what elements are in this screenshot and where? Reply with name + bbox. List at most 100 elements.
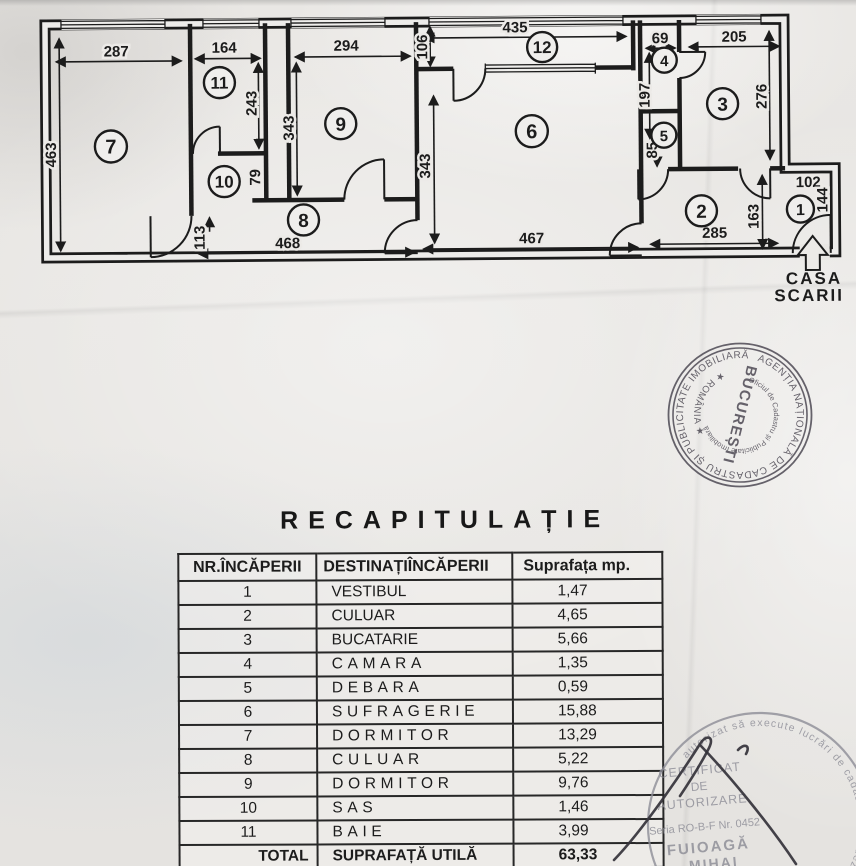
stamp-inner-ring [672, 347, 808, 483]
cell-dest: CAMARA [316, 651, 513, 677]
ancpi-stamp: AGENȚIA NAȚIONALĂ DE CADASTRU ȘI PUBLICI… [661, 334, 819, 493]
dimension-labels: 287 164 294 435 69 205 468 467 285 102 4… [40, 17, 834, 255]
casa-scarii-label-2: SCARII [774, 286, 844, 306]
cell-dest: DORMITOR [317, 723, 514, 749]
stamp-outer-ring [667, 342, 813, 488]
dim-163: 163 [745, 204, 762, 229]
room-number: 12 [533, 38, 552, 57]
dim-113: 113 [192, 226, 209, 250]
cell-nr: 5 [178, 676, 317, 702]
room-number: 6 [526, 121, 537, 143]
cell-dest: VESTIBUL [316, 579, 513, 605]
dim-164: 164 [212, 39, 238, 56]
room-label-10: 10 [207, 164, 241, 199]
room-number: 5 [660, 128, 668, 145]
room-number: 9 [335, 115, 346, 136]
window-strip [290, 17, 386, 29]
casa-scarii: CASA SCARII [774, 234, 844, 306]
cell-dest: CULUAR [316, 603, 513, 629]
cert-ring [646, 711, 856, 866]
cert-line2: DE [690, 779, 708, 794]
dim-294: 294 [334, 38, 360, 55]
window-strip [202, 18, 260, 29]
cell-nr: 6 [178, 700, 318, 726]
cell-nr: 4 [178, 652, 317, 678]
dim-435: 435 [502, 19, 527, 36]
dim-197: 197 [636, 83, 653, 108]
cert-line3: AUTORIZARE [657, 791, 748, 813]
header-nr: NR.ÎNCĂPERII [178, 553, 317, 582]
room-label-2: 2 [684, 194, 719, 228]
window-strip [695, 14, 762, 25]
cell-dest: SUFRAGERIE [316, 699, 514, 725]
room-number: 11 [210, 74, 228, 93]
room-number: 2 [696, 202, 707, 223]
room-label-12: 12 [525, 30, 559, 64]
room-number: 4 [660, 53, 669, 70]
cell-dest: SUPRAFAȚĂ UTILĂ [317, 843, 514, 866]
dim-343-room6: 343 [417, 153, 434, 178]
cell-mp: 5,66 [512, 626, 663, 652]
dim-285: 285 [702, 225, 727, 242]
cell-nr: TOTAL [179, 844, 318, 866]
cell-mp: 1,35 [512, 650, 663, 676]
cert-stamp: autorizat să execute lucrări de cadastru… [612, 708, 856, 866]
cell-dest: SAS [317, 795, 514, 821]
dim-144: 144 [814, 187, 831, 213]
room-label-8: 8 [286, 203, 321, 237]
room-label-7: 7 [93, 129, 129, 164]
cell-nr: 9 [179, 772, 318, 798]
cell-nr: 11 [179, 820, 318, 846]
dim-343-room9: 343 [281, 116, 298, 141]
cell-nr: 1 [178, 580, 317, 606]
room-number: 10 [215, 173, 234, 192]
room-label-4: 4 [650, 46, 678, 74]
casa-scarii-label-1: CASA [786, 269, 842, 288]
cell-mp: 4,65 [512, 602, 663, 628]
dim-79: 79 [247, 169, 264, 186]
windows [60, 14, 762, 75]
cell-nr: 2 [178, 604, 317, 630]
room-number: 1 [796, 202, 805, 219]
window-strip [60, 19, 166, 30]
dim-106: 106 [414, 34, 431, 59]
floor-plan: 287 164 294 435 69 205 468 467 285 102 4… [0, 0, 856, 315]
cell-dest: CULUAR [317, 747, 514, 773]
room-labels: 1 2 3 4 5 6 7 8 9 10 11 12 [93, 30, 816, 237]
header-suprafata: Suprafața mp. [512, 551, 663, 580]
dimension-lines [53, 25, 781, 260]
dim-287: 287 [104, 43, 129, 60]
page-title: RECAPITULAȚIE [280, 505, 611, 535]
room-label-6: 6 [514, 113, 550, 149]
cell-nr: 3 [178, 628, 317, 654]
entrance-arrow-icon [795, 234, 830, 272]
cert-name2: MIHAI [688, 853, 739, 866]
cell-mp: 1,47 [512, 578, 663, 604]
cell-dest: BUCATARIE [316, 627, 513, 653]
cell-nr: 7 [179, 724, 318, 750]
room-label-1: 1 [785, 194, 816, 224]
cell-mp: 0,59 [512, 674, 663, 700]
window-strip [428, 15, 624, 27]
floor-plan-drawing: 287 164 294 435 69 205 468 467 285 102 4… [39, 13, 844, 306]
dim-468: 468 [275, 235, 300, 252]
header-destinatia: DESTINAȚIÎNCĂPERII [316, 552, 513, 581]
room-label-3: 3 [705, 86, 740, 121]
cell-nr: 10 [179, 796, 318, 822]
cell-nr: 8 [179, 748, 318, 774]
loggia-window [484, 62, 597, 75]
dim-276: 276 [753, 84, 770, 109]
cell-dest: DORMITOR [317, 771, 514, 797]
room-number: 7 [105, 136, 116, 158]
room-label-9: 9 [324, 106, 358, 141]
room-number: 8 [298, 211, 309, 232]
dim-463: 463 [43, 142, 60, 167]
dim-467: 467 [519, 230, 544, 247]
cell-dest: DEBARA [316, 675, 513, 701]
